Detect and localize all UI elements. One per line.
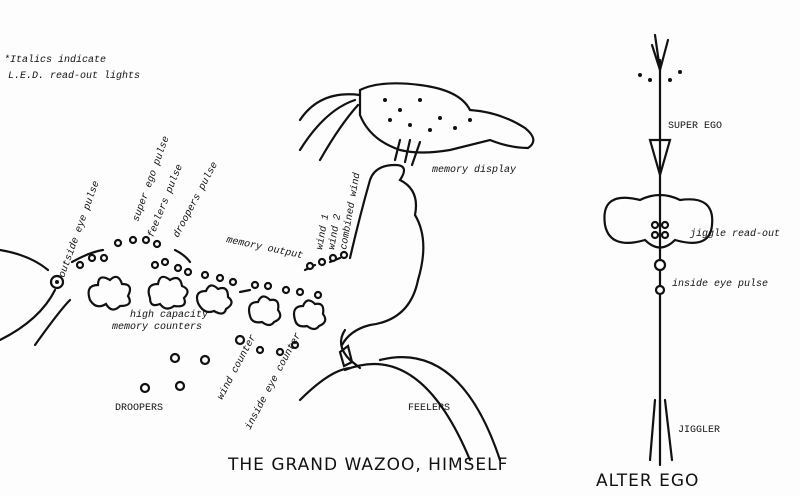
label-high-capacity: high capacity: [130, 309, 209, 321]
label-memory-counters: memory counters: [112, 322, 202, 333]
label-inside-eye-pulse: inside eye pulse: [672, 278, 768, 290]
label-combined-wind: combined wind: [338, 172, 363, 251]
memory-display-head: [298, 82, 535, 162]
title-grand-wazoo: THE GRAND WAZOO, HIMSELF: [227, 455, 508, 475]
label-memory-output: memory output: [225, 235, 304, 262]
label-jiggle-readout: jiggle read-out: [689, 228, 780, 240]
label-droopers: DROOPERS: [115, 403, 163, 414]
memory-counters: [87, 275, 327, 331]
left-body-arcs: [0, 248, 72, 347]
pulse-chain: [70, 235, 349, 300]
title-alter-ego: ALTER EGO: [596, 471, 699, 491]
wazoo-body: [298, 138, 502, 462]
note-line-1: *Italics indicate: [4, 54, 106, 66]
alter-ego-figure: [603, 33, 714, 467]
label-jiggler: JIGGLER: [678, 425, 720, 436]
label-memory-display: memory display: [432, 164, 517, 176]
note-line-2: L.E.D. read-out lights: [8, 70, 140, 82]
label-feelers: FEELERS: [408, 403, 450, 414]
label-super-ego: SUPER EGO: [668, 121, 722, 132]
droopers-dots: [139, 334, 300, 394]
